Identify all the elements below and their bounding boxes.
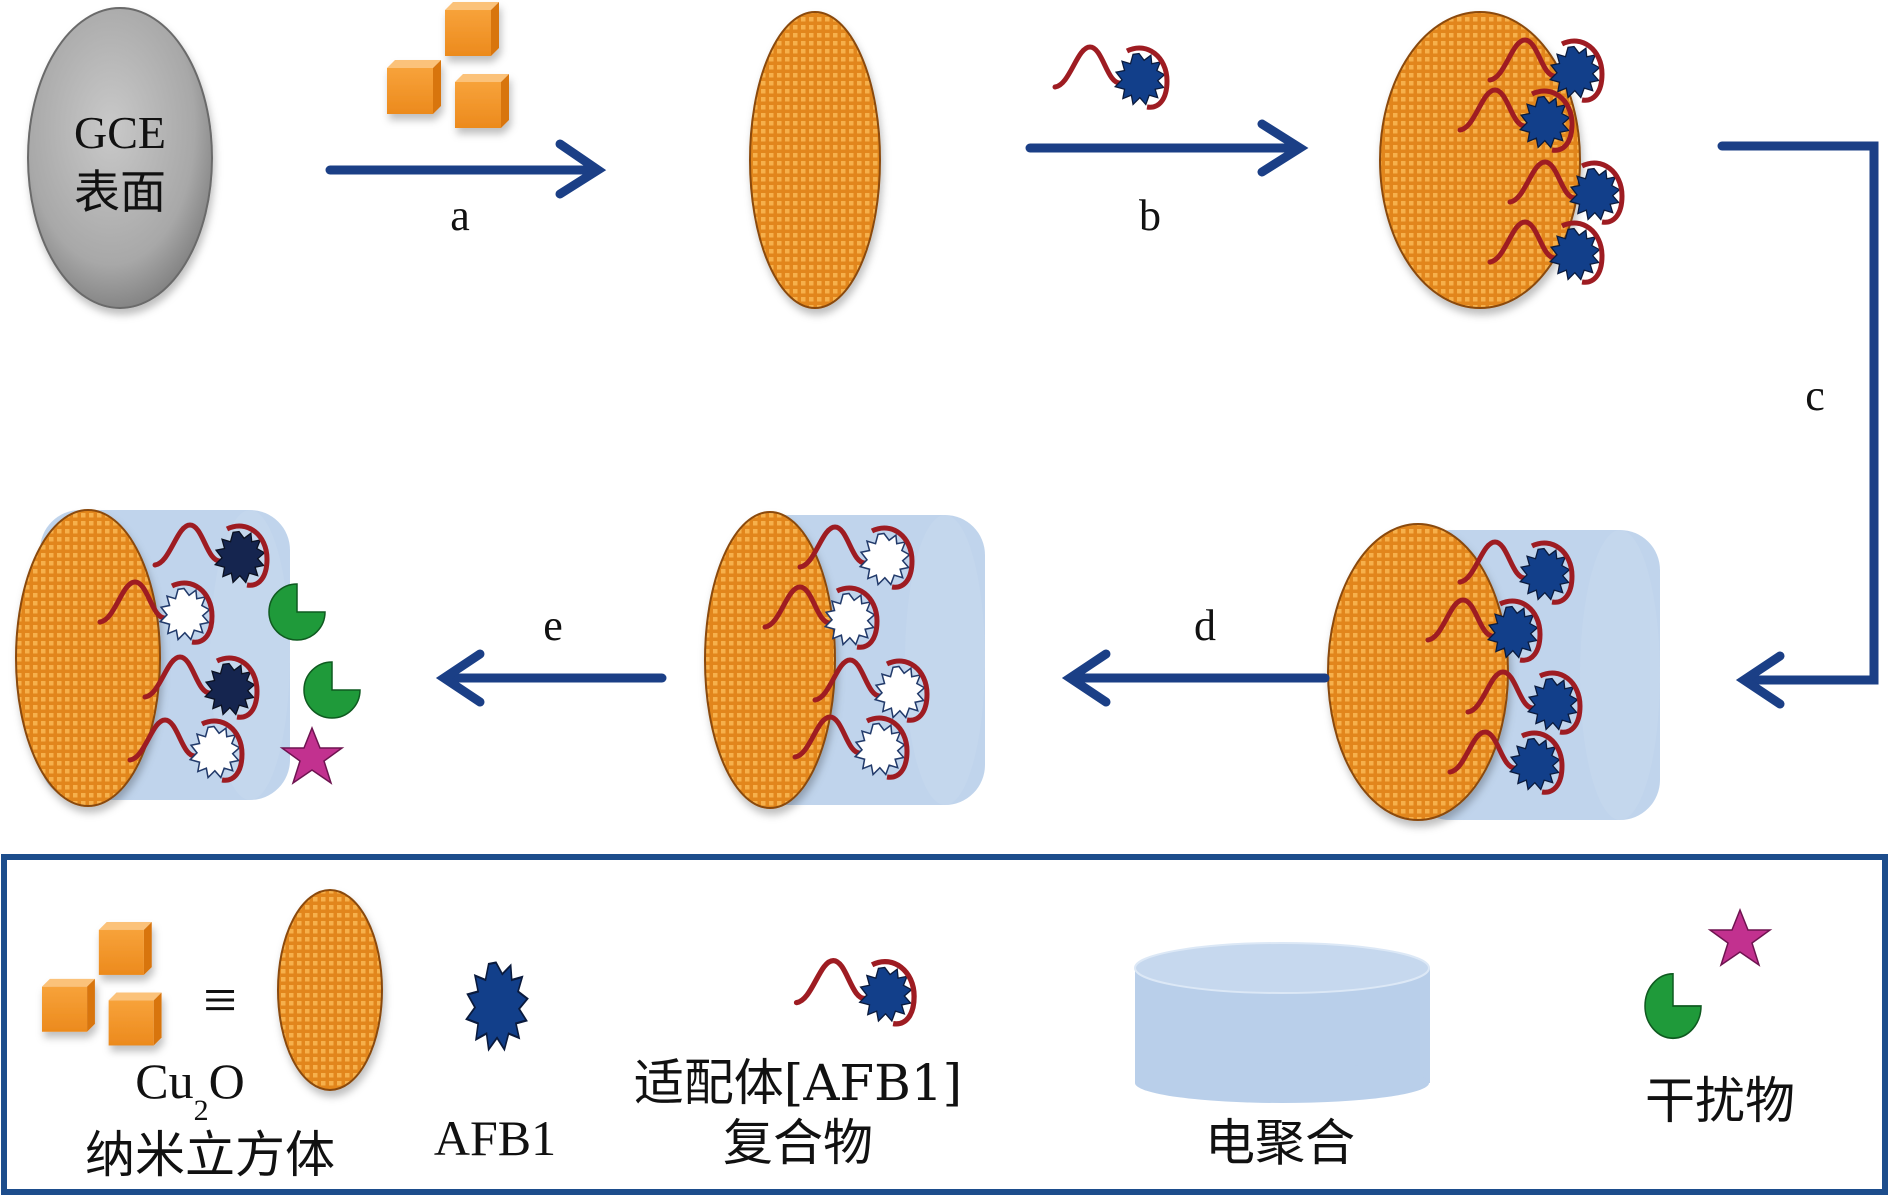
template-removed-electrode <box>704 511 985 809</box>
arrow-step-e <box>435 649 667 707</box>
gce-label: GCE <box>74 107 166 158</box>
interferent-star <box>281 727 343 784</box>
legend-polymer-cylinder-icon <box>1134 942 1430 1103</box>
electropolymerized-electrode <box>1327 523 1660 821</box>
step-label-c: c <box>1805 371 1825 420</box>
step-label-b: b <box>1139 191 1161 240</box>
arrow-step-d <box>1061 649 1330 707</box>
gce-surface-label: 表面 <box>74 165 166 219</box>
rebinding-electrode <box>15 509 361 807</box>
legend-cu2o-label: 纳米立方体 <box>85 1126 335 1184</box>
legend-complex-label-line1: 适配体[AFB1] <box>634 1054 962 1112</box>
arrow-step-c <box>1717 141 1879 709</box>
interferent-pacman-1 <box>268 583 326 641</box>
step-label-e: e <box>543 601 563 650</box>
legend-cu2o-formula: Cu2O <box>135 1053 244 1127</box>
legend-electropolymerization-label: 电聚合 <box>1205 1114 1355 1172</box>
aptamer-afb1-complex-icon <box>1055 47 1167 107</box>
gce-electrode <box>27 7 213 309</box>
step-label-a: a <box>450 191 470 240</box>
arrow-step-b <box>1025 119 1309 177</box>
legend-cu2o-ellipse-icon <box>277 889 383 1091</box>
step-label-d: d <box>1194 601 1216 650</box>
complex-bound-electrode <box>1379 11 1622 309</box>
arrow-step-a <box>325 139 607 199</box>
legend-equivalent-symbol: ≡ <box>203 967 237 1033</box>
legend-afb1-label: AFB1 <box>434 1110 556 1166</box>
legend-complex-label-line2: 复合物 <box>723 1114 873 1172</box>
interferent-pacman-2 <box>303 661 361 719</box>
cu2o-nanocubes-icon <box>387 2 509 128</box>
cu2o-modified-electrode <box>749 11 881 309</box>
legend-interferent-label: 干扰物 <box>1645 1072 1795 1130</box>
